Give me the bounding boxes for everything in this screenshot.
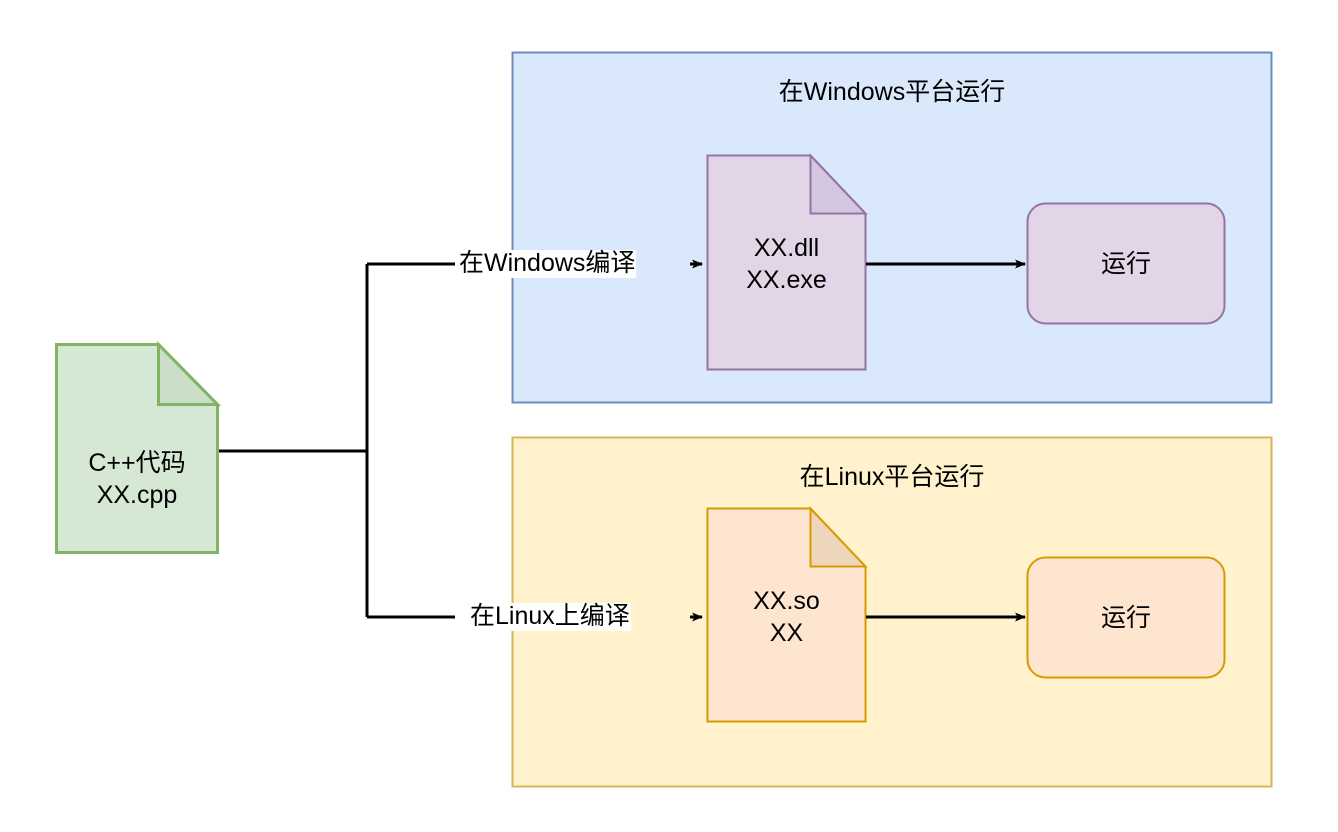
linux-run-box xyxy=(1026,556,1226,679)
branch-connector-lines xyxy=(218,262,455,619)
linux-artifact-document xyxy=(706,505,868,723)
linux-container-title: 在Linux平台运行 xyxy=(799,463,985,491)
linux-compile-edge-label: 在Linux上编译 xyxy=(469,602,631,631)
windows-run-box xyxy=(1026,202,1226,325)
windows-compile-edge-label: 在Windows编译 xyxy=(458,249,637,278)
windows-artifact-document xyxy=(706,152,868,371)
cpp-source-document xyxy=(55,340,222,554)
windows-container-title: 在Windows平台运行 xyxy=(778,78,1006,106)
